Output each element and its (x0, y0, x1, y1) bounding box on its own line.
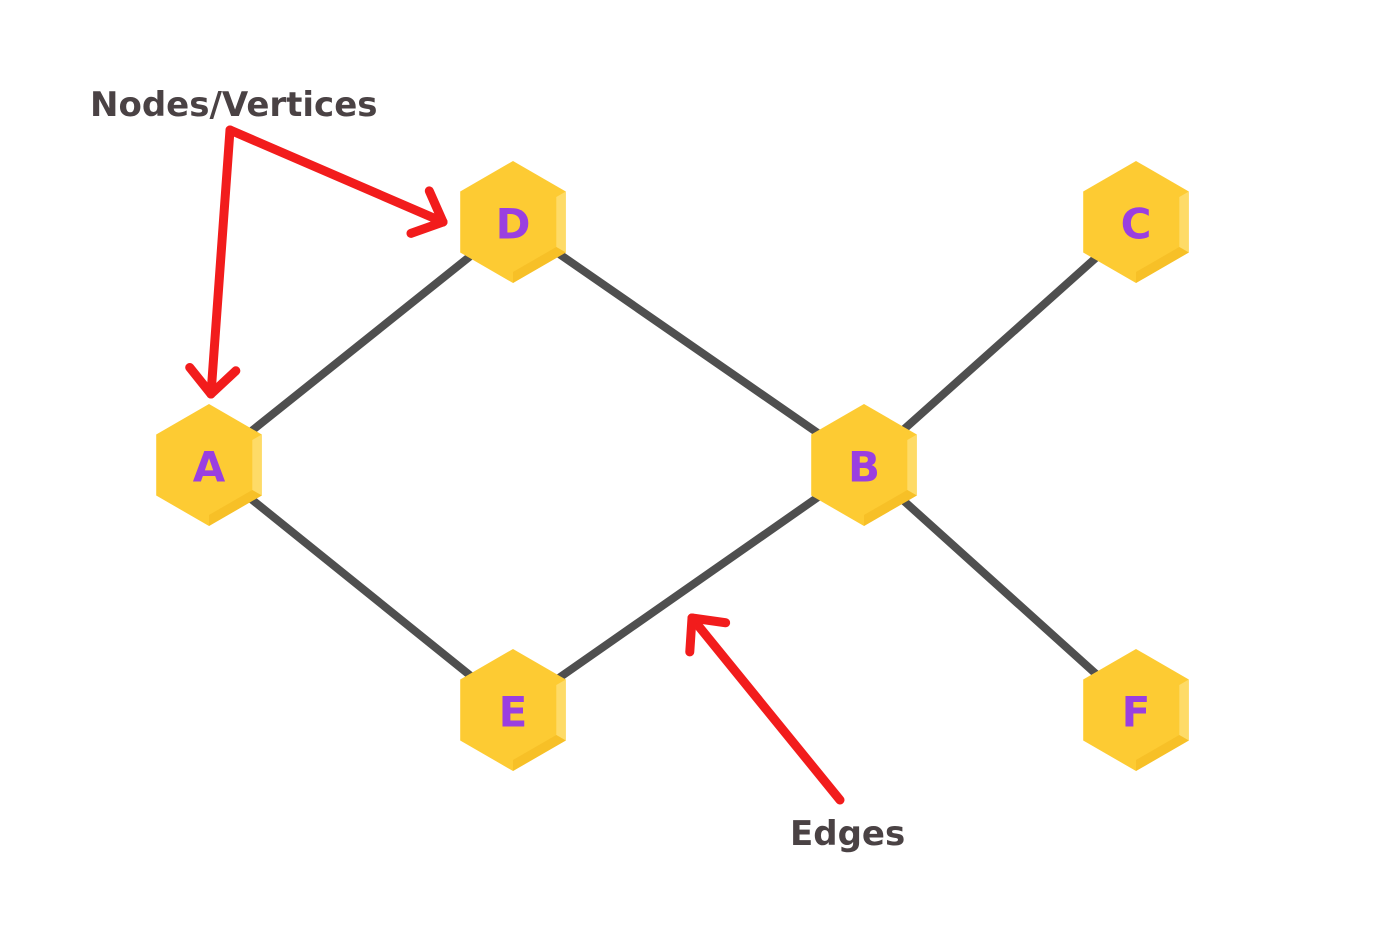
node-facet (1179, 679, 1189, 741)
node-facet (209, 490, 262, 526)
node-hexagon (1083, 161, 1189, 283)
node-hexagon (811, 404, 917, 526)
node-label: F (1122, 688, 1151, 737)
node-label: B (848, 443, 880, 492)
node-b[interactable]: B (811, 404, 917, 526)
edge-d-b (509, 218, 868, 469)
node-label: D (496, 200, 531, 249)
node-facet (513, 735, 566, 771)
node-e[interactable]: E (460, 649, 566, 771)
arrow-to-edge-icon (685, 613, 845, 805)
node-label: E (499, 688, 528, 737)
node-facet (1136, 247, 1189, 283)
node-label: A (193, 443, 226, 492)
node-hexagon (460, 649, 566, 771)
edge-a-e (205, 461, 517, 714)
edge-b-c (860, 218, 1140, 469)
nodes-vertices-annotation: Nodes/Vertices (90, 85, 378, 125)
node-facet (513, 247, 566, 283)
node-d[interactable]: D (460, 161, 566, 283)
node-facet (556, 679, 566, 741)
node-facet (252, 434, 262, 496)
node-facet (864, 490, 917, 526)
node-a[interactable]: A (156, 404, 262, 526)
node-facet (1136, 735, 1189, 771)
node-c[interactable]: C (1083, 161, 1189, 283)
node-facet (1179, 191, 1189, 253)
arrow-to-node-a-icon (185, 125, 241, 399)
node-label: C (1121, 200, 1152, 249)
arrows-layer (185, 125, 845, 805)
edge-e-b (509, 461, 868, 714)
node-hexagon (460, 161, 566, 283)
node-facet (556, 191, 566, 253)
edges-annotation: Edges (790, 814, 905, 854)
node-hexagon (156, 404, 262, 526)
arrow-to-node-d-icon (225, 125, 448, 238)
node-f[interactable]: F (1083, 649, 1189, 771)
edge-b-f (860, 461, 1140, 714)
annotations-layer: Nodes/Vertices Edges (90, 85, 905, 854)
node-facet (907, 434, 917, 496)
edges-layer (205, 218, 1140, 714)
node-hexagon (1083, 649, 1189, 771)
nodes-layer: A B C D E F (156, 161, 1189, 771)
edge-a-d (205, 218, 517, 469)
